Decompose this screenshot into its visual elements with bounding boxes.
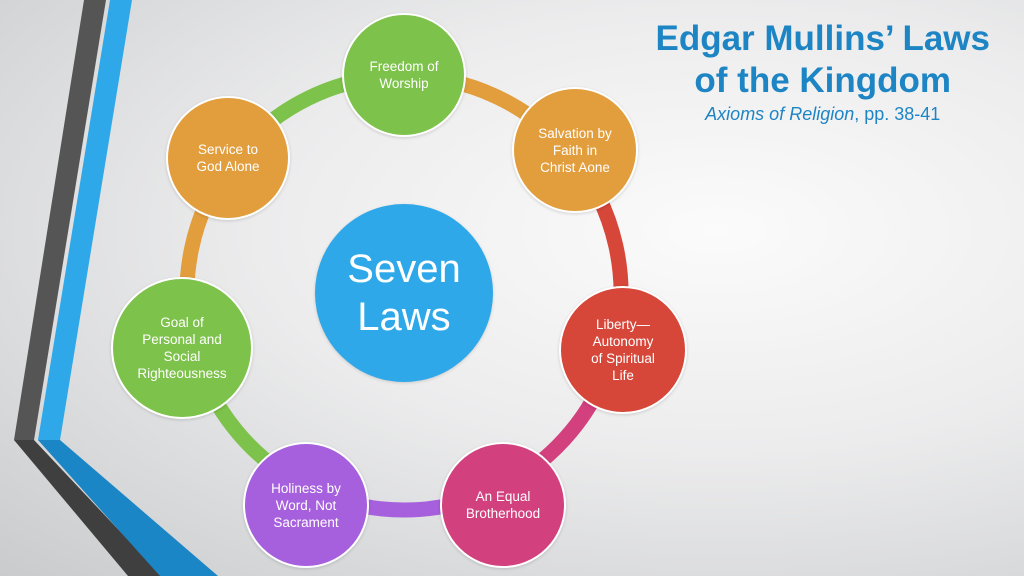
law-node: Goal of Personal and Social Righteousnes… [111,277,253,419]
title-line-1: Edgar Mullins’ Laws [655,19,990,58]
law-node: Salvation by Faith in Christ Aone [512,87,638,213]
law-node: Liberty— Autonomy of Spiritual Life [559,286,687,414]
title-line-2: of the Kingdom [694,61,952,100]
law-node: An Equal Brotherhood [440,442,566,568]
slide-title-block: Edgar Mullins’ Laws of the Kingdom Axiom… [655,18,990,125]
law-node: Freedom of Worship [342,13,466,137]
law-node: Holiness by Word, Not Sacrament [243,442,369,568]
center-node-seven-laws: Seven Laws [315,204,493,382]
subtitle: Axioms of Religion, pp. 38-41 [655,104,990,125]
book-title: Axioms of Religion [705,104,855,124]
page-reference: , pp. 38-41 [854,104,941,124]
law-node: Service to God Alone [166,96,290,220]
